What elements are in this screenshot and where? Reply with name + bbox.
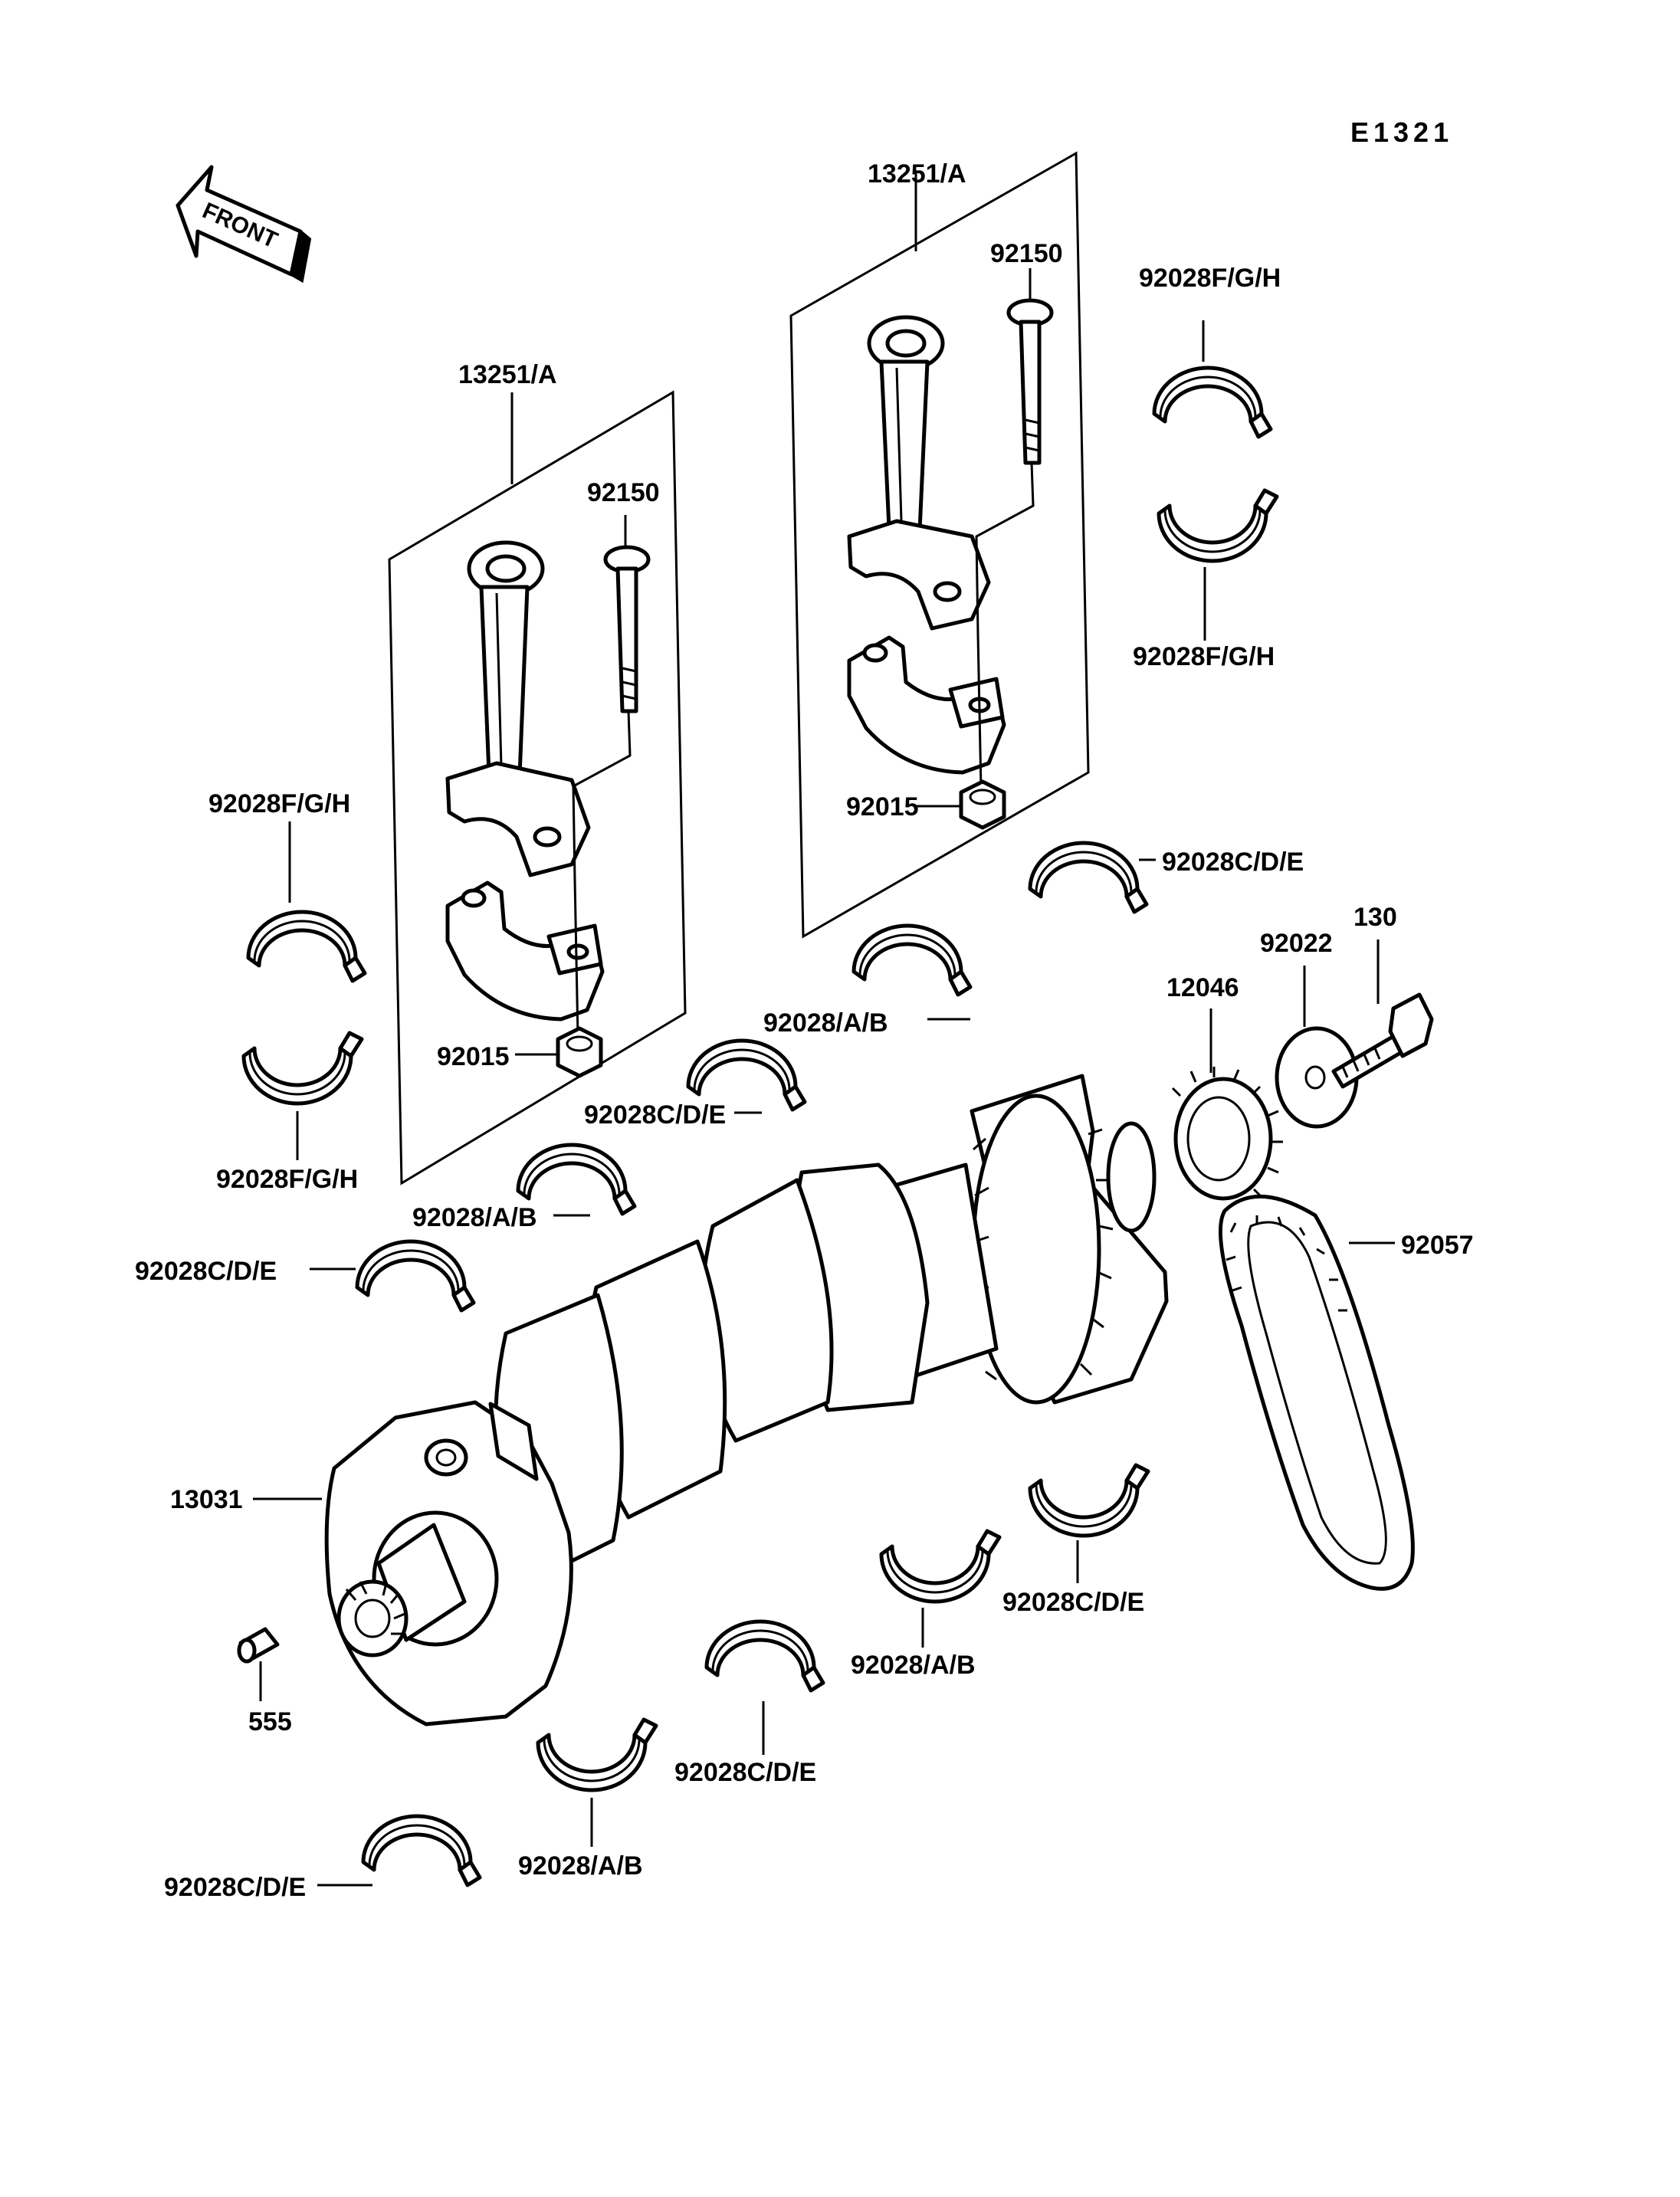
label-bolt-left: 92150 <box>587 478 660 507</box>
label-sprocket: 12046 <box>1166 973 1239 1002</box>
conrod-cap-right <box>847 635 1006 775</box>
diagram-code: E1321 <box>1350 116 1453 148</box>
bearing-shell-main-3 <box>310 1241 474 1310</box>
washer-92022 <box>1275 966 1359 1129</box>
bearing-shell-main-2 <box>688 1041 805 1114</box>
conrod-group-right <box>789 151 1090 939</box>
label-nut-right: 92015 <box>846 792 919 821</box>
bearing-shell-main-ab-2 <box>518 1145 635 1217</box>
sprocket-12046 <box>1171 1008 1283 1201</box>
label-bearing-left-b: 92028F/G/H <box>216 1165 358 1194</box>
label-bearing-top-right-a: 92028F/G/H <box>1139 264 1281 293</box>
nut-92015-left <box>556 1026 603 1078</box>
crank-nose-splines <box>345 1581 405 1635</box>
label-conrod-assy-right: 13251/A <box>868 159 966 189</box>
conrod-frame-left <box>388 390 687 1185</box>
conrod-cap-left <box>445 880 605 1021</box>
bearing-shell-top-right-b <box>1159 490 1277 641</box>
label-bearing-main-ab-2: 92028/A/B <box>412 1203 537 1232</box>
label-bearing-main-2: 92028C/D/E <box>584 1100 726 1130</box>
conrod-right <box>847 315 991 631</box>
bolt-92150-left <box>572 545 651 1038</box>
label-bearing-main-1: 92028C/D/E <box>1162 848 1304 877</box>
label-bolt-130: 130 <box>1354 903 1397 932</box>
bearing-shell-main-ab-1 <box>854 926 970 1021</box>
bolt-130 <box>1331 939 1434 1089</box>
bearing-shell-main-ab-4 <box>538 1720 656 1847</box>
label-bearing-main-4: 92028C/D/E <box>1002 1588 1144 1617</box>
pin-555 <box>237 1627 280 1701</box>
conrod-left <box>445 540 591 877</box>
bearing-shell-left-a <box>248 821 365 981</box>
label-bolt-right: 92150 <box>990 239 1063 268</box>
label-washer: 92022 <box>1260 929 1333 958</box>
bearing-shell-main-4 <box>1030 1465 1148 1583</box>
bearing-shell-top-right-a <box>1154 320 1271 437</box>
conrod-group-left <box>388 390 687 1185</box>
crankshaft-13031 <box>253 1074 1169 1726</box>
label-bearing-top-right-b: 92028F/G/H <box>1133 642 1275 671</box>
part-labels: 13251/A 92150 92028F/G/H 92028F/G/H 1325… <box>135 159 1474 1902</box>
label-pin: 555 <box>248 1707 292 1736</box>
bearing-shell-main-6 <box>317 1816 480 1885</box>
bearing-shell-left-b <box>244 1033 362 1160</box>
label-bearing-main-ab-3: 92028/A/B <box>851 1651 976 1680</box>
label-bearing-left-a: 92028F/G/H <box>208 789 350 818</box>
label-crankshaft: 13031 <box>170 1485 243 1514</box>
bearing-shell-main-1 <box>1030 843 1156 912</box>
label-bearing-main-6: 92028C/D/E <box>164 1873 306 1902</box>
bearing-shell-main-5 <box>707 1622 823 1755</box>
label-bearing-main-ab-4: 92028/A/B <box>518 1851 643 1881</box>
bolt-92150-right <box>975 298 1054 790</box>
front-arrow-icon: FRONT <box>176 165 312 284</box>
nut-92015-right <box>959 779 1006 830</box>
label-chain: 92057 <box>1401 1231 1474 1260</box>
label-bearing-main-5: 92028C/D/E <box>674 1758 816 1787</box>
cam-chain-92057 <box>1218 1195 1415 1591</box>
label-nut-left: 92015 <box>437 1042 510 1071</box>
bearing-shell-main-ab-3 <box>881 1531 999 1648</box>
label-bearing-main-ab-1: 92028/A/B <box>763 1008 888 1038</box>
label-bearing-main-3: 92028C/D/E <box>135 1257 277 1286</box>
label-conrod-assy-left: 13251/A <box>458 360 557 389</box>
conrod-frame-right <box>789 151 1090 939</box>
